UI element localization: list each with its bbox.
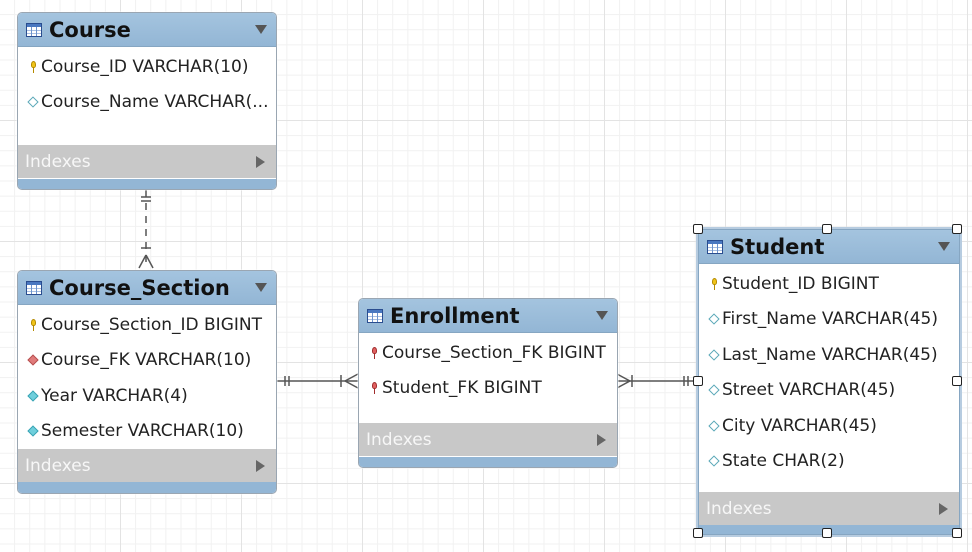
- entity-student[interactable]: Student Student_ID BIGINT First_Name VAR…: [698, 229, 960, 535]
- entity-footer: [18, 179, 276, 189]
- entity-header[interactable]: Student: [699, 230, 959, 264]
- column-row[interactable]: Student_FK BIGINT: [359, 371, 617, 407]
- resize-handle-bottom[interactable]: [822, 528, 832, 538]
- column-label: Course_Section_ID BIGINT: [41, 314, 262, 335]
- column-label: Student_ID BIGINT: [722, 273, 879, 294]
- expand-arrow-icon[interactable]: [597, 433, 606, 446]
- column-list: Course_Section_FK BIGINT Student_FK BIGI…: [359, 333, 617, 406]
- indexes-label: Indexes: [706, 498, 772, 519]
- column-row[interactable]: Course_Section_ID BIGINT: [18, 307, 276, 343]
- column-label: State CHAR(2): [722, 451, 845, 472]
- column-diamond-icon: [707, 454, 721, 468]
- column-row[interactable]: Semester VARCHAR(10): [18, 414, 276, 450]
- column-row[interactable]: Course_ID VARCHAR(10): [18, 49, 276, 85]
- table-icon: [26, 280, 42, 295]
- entity-title: Enrollment: [390, 303, 520, 328]
- entity-title: Course: [49, 17, 131, 42]
- column-label: Student_FK BIGINT: [382, 378, 542, 399]
- column-diamond-icon: [707, 383, 721, 397]
- indexes-section[interactable]: Indexes: [699, 492, 959, 525]
- table-icon: [367, 308, 383, 323]
- column-row[interactable]: Course_Name VARCHAR(...: [18, 85, 276, 121]
- entity-header[interactable]: Course_Section: [18, 271, 276, 305]
- entity-course-section[interactable]: Course_Section Course_Section_ID BIGINT …: [17, 270, 277, 494]
- resize-handle-bottom-right[interactable]: [952, 528, 962, 538]
- collapse-toggle-icon[interactable]: [255, 25, 267, 34]
- column-row[interactable]: City VARCHAR(45): [699, 408, 959, 444]
- primary-key-icon: [26, 60, 40, 74]
- column-label: Semester VARCHAR(10): [41, 421, 244, 442]
- expand-arrow-icon[interactable]: [256, 155, 265, 168]
- primary-key-icon: [707, 277, 721, 291]
- indexes-section[interactable]: Indexes: [359, 423, 617, 456]
- indexes-label: Indexes: [25, 151, 91, 172]
- collapse-toggle-icon[interactable]: [938, 242, 950, 251]
- resize-handle-bottom-left[interactable]: [693, 528, 703, 538]
- table-icon: [26, 22, 42, 37]
- column-list: Course_ID VARCHAR(10) Course_Name VARCHA…: [18, 47, 276, 120]
- column-row[interactable]: Student_ID BIGINT: [699, 266, 959, 302]
- resize-handle-top-right[interactable]: [952, 224, 962, 234]
- column-label: First_Name VARCHAR(45): [722, 309, 938, 330]
- column-label: Course_Name VARCHAR(...: [41, 92, 269, 113]
- column-diamond-icon: [707, 312, 721, 326]
- expand-arrow-icon[interactable]: [256, 459, 265, 472]
- relationship-course-course-section[interactable]: [138, 190, 154, 269]
- entity-course[interactable]: Course Course_ID VARCHAR(10) Course_Name…: [17, 12, 277, 190]
- table-icon: [707, 239, 723, 254]
- collapse-toggle-icon[interactable]: [255, 283, 267, 292]
- column-list: Student_ID BIGINT First_Name VARCHAR(45)…: [699, 264, 959, 479]
- relationship-course-section-enrollment[interactable]: [277, 373, 359, 389]
- expand-arrow-icon[interactable]: [939, 502, 948, 515]
- entity-footer: [18, 482, 276, 493]
- primary-key-icon: [26, 318, 40, 332]
- entity-header[interactable]: Enrollment: [359, 299, 617, 333]
- resize-handle-right[interactable]: [952, 376, 962, 386]
- resize-handle-top[interactable]: [822, 224, 832, 234]
- foreign-key-icon: [367, 346, 381, 360]
- column-diamond-icon: [707, 348, 721, 362]
- entity-enrollment[interactable]: Enrollment Course_Section_FK BIGINT Stud…: [358, 298, 618, 468]
- indexes-label: Indexes: [366, 429, 432, 450]
- relationship-enrollment-student[interactable]: [616, 373, 698, 389]
- column-row[interactable]: Year VARCHAR(4): [18, 378, 276, 414]
- column-row[interactable]: State CHAR(2): [699, 444, 959, 480]
- resize-handle-left[interactable]: [693, 376, 703, 386]
- entity-footer: [359, 457, 617, 467]
- column-row[interactable]: Course_Section_FK BIGINT: [359, 335, 617, 371]
- column-list: Course_Section_ID BIGINT Course_FK VARCH…: [18, 305, 276, 449]
- not-null-diamond-icon: [26, 424, 40, 438]
- indexes-label: Indexes: [25, 455, 91, 476]
- indexes-section[interactable]: Indexes: [18, 449, 276, 482]
- column-label: Year VARCHAR(4): [41, 385, 188, 406]
- column-label: Street VARCHAR(45): [722, 380, 896, 401]
- column-diamond-icon: [707, 419, 721, 433]
- column-row[interactable]: Course_FK VARCHAR(10): [18, 343, 276, 379]
- column-diamond-icon: [26, 95, 40, 109]
- collapse-toggle-icon[interactable]: [596, 311, 608, 320]
- not-null-diamond-icon: [26, 389, 40, 403]
- column-label: Course_Section_FK BIGINT: [382, 342, 606, 363]
- column-row[interactable]: Last_Name VARCHAR(45): [699, 337, 959, 373]
- foreign-key-icon: [367, 381, 381, 395]
- resize-handle-top-left[interactable]: [693, 224, 703, 234]
- column-label: Course_ID VARCHAR(10): [41, 56, 249, 77]
- column-row[interactable]: Street VARCHAR(45): [699, 373, 959, 409]
- entity-title: Course_Section: [49, 275, 230, 300]
- indexes-section[interactable]: Indexes: [18, 145, 276, 178]
- column-row[interactable]: First_Name VARCHAR(45): [699, 302, 959, 338]
- entity-header[interactable]: Course: [18, 13, 276, 47]
- column-label: City VARCHAR(45): [722, 415, 877, 436]
- column-label: Course_FK VARCHAR(10): [41, 350, 252, 371]
- foreign-key-diamond-icon: [26, 353, 40, 367]
- entity-title: Student: [730, 234, 825, 259]
- column-label: Last_Name VARCHAR(45): [722, 344, 938, 365]
